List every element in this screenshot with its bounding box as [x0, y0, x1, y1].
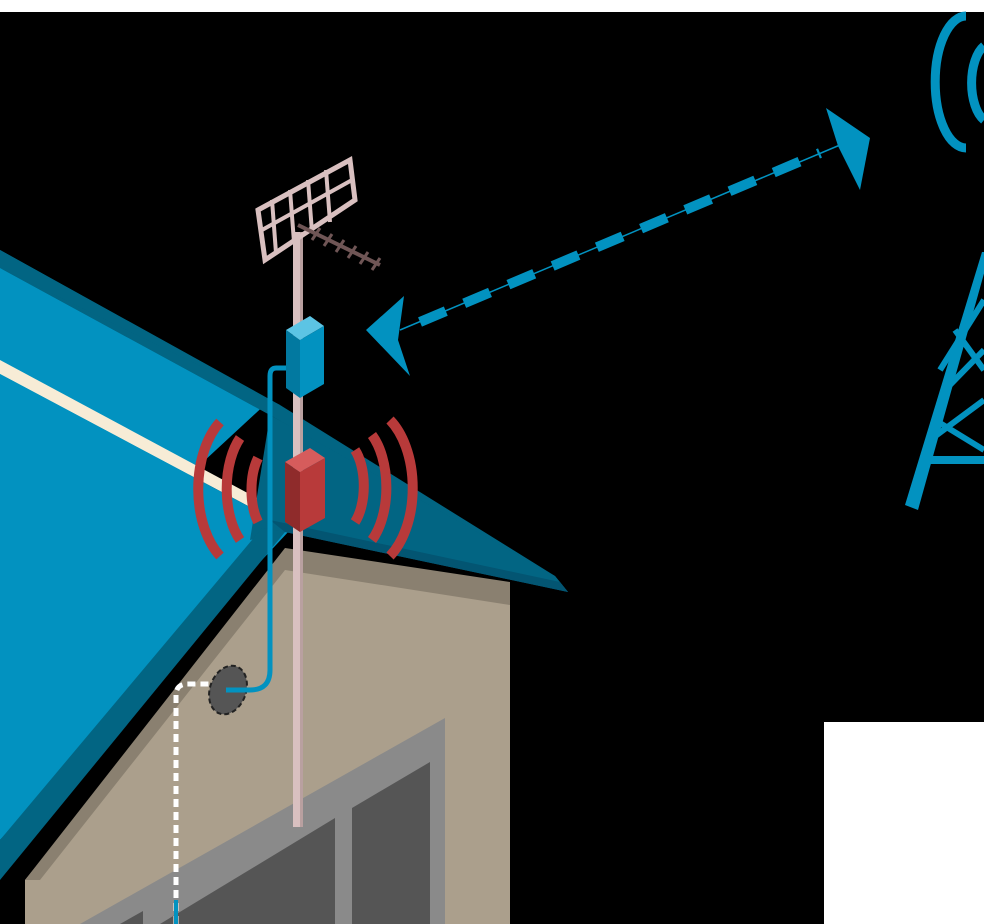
roof-left-fascia: [0, 528, 285, 880]
cell-tower-icon: [905, 252, 984, 510]
tower-signal-waves: [930, 11, 984, 153]
donor-unit-icon: [286, 316, 324, 398]
amplifier-unit-icon: [285, 448, 325, 532]
window-pane-sliver: [120, 911, 143, 924]
blue-cable: [226, 365, 288, 693]
inside-signal-waves: [193, 416, 418, 560]
indoor-cable: [173, 681, 210, 924]
roof-right-overhang: [270, 520, 568, 592]
yagi-antenna-icon: [255, 156, 382, 271]
bidirectional-arrow-icon: [366, 108, 870, 376]
wall-shadow: [25, 548, 510, 880]
window-pane-right: [352, 762, 430, 924]
roof-main-blue: [0, 374, 290, 840]
white-corner-panel: [824, 722, 984, 924]
window-pane-left: [160, 818, 335, 924]
top-border-strip: [0, 0, 984, 12]
